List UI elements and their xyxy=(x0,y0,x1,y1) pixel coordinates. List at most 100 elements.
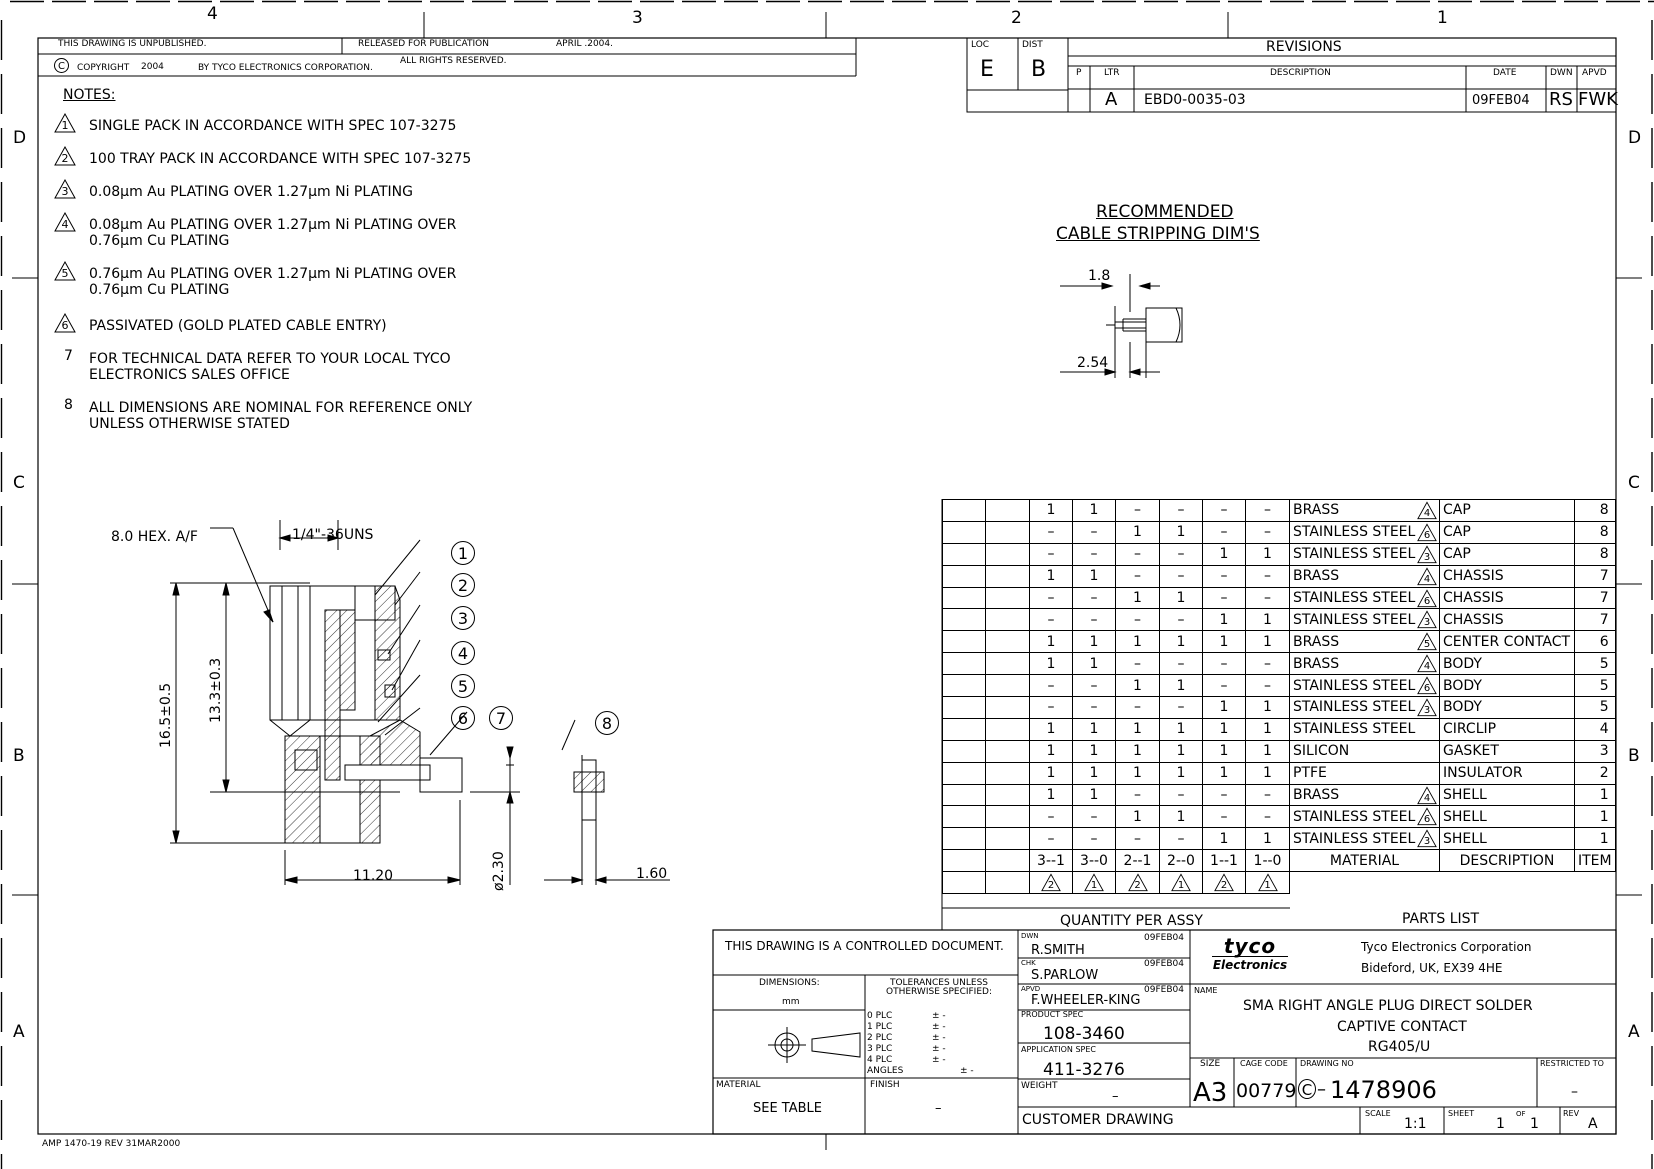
blank-cell xyxy=(942,849,986,873)
note-flag: 3 xyxy=(1417,545,1437,564)
height-inner-dimension: 13.3±0.3 xyxy=(208,657,224,723)
zone-left-a: A xyxy=(13,1022,25,1042)
qty-cell: 1 xyxy=(1072,783,1116,807)
blank-cell xyxy=(942,783,986,807)
blank-cell xyxy=(985,827,1030,851)
description-header: DESCRIPTION xyxy=(1439,849,1575,873)
note-flag: 4 xyxy=(1417,785,1437,805)
qty-cell: 1 xyxy=(1202,630,1246,654)
qty-cell: 1 xyxy=(1029,739,1073,763)
qty-cell: – xyxy=(1159,696,1203,719)
blank-cell xyxy=(985,674,1030,698)
zone-right-a: A xyxy=(1628,1022,1640,1042)
variant-header: 3--1 xyxy=(1029,849,1073,873)
qty-cell: – xyxy=(1029,520,1073,544)
sheet-value: 1 xyxy=(1496,1116,1505,1132)
notes-title: NOTES: xyxy=(63,87,116,103)
note-7-number: 7 xyxy=(64,348,73,364)
note-flag: 6 xyxy=(1417,588,1437,608)
drawing-no-label: DRAWING NO xyxy=(1300,1059,1354,1068)
qty-cell: 1 xyxy=(1159,739,1203,763)
qty-cell: 1 xyxy=(1159,674,1203,698)
qty-cell: – xyxy=(1202,499,1246,522)
qty-cell: 1 xyxy=(1029,499,1073,522)
thread-dimension: 1/4"-36UNS xyxy=(292,527,374,543)
qty-cell: 1 xyxy=(1029,652,1073,676)
scale-value: 1:1 xyxy=(1404,1116,1427,1132)
note-7-text: FOR TECHNICAL DATA REFER TO YOUR LOCAL T… xyxy=(89,351,451,367)
qty-cell: 1 xyxy=(1159,520,1203,544)
tol-4-plc: 4 PLC xyxy=(867,1055,893,1065)
material-text: BRASS xyxy=(1293,502,1340,519)
material-text: STAINLESS STEEL xyxy=(1293,699,1416,716)
zone-top-2: 2 xyxy=(1011,8,1022,28)
blank-cell xyxy=(942,871,986,895)
qty-cell: – xyxy=(1072,827,1116,851)
blank-cell xyxy=(985,696,1030,719)
description-cell: GASKET xyxy=(1439,739,1575,763)
material-text: STAINLESS STEEL xyxy=(1293,524,1416,541)
copyright-year: 2004 xyxy=(141,62,164,72)
variant-mark: 1 xyxy=(1072,871,1116,895)
balloon-1: 1 xyxy=(451,541,475,565)
qty-cell: 1 xyxy=(1202,717,1246,741)
material-text: STAINLESS STEEL xyxy=(1293,808,1416,825)
company-name: Tyco Electronics Corporation xyxy=(1361,940,1532,954)
dist-label: DIST xyxy=(1022,40,1043,50)
blank-cell xyxy=(985,739,1030,763)
angles-label: ANGLES xyxy=(867,1066,904,1076)
material-text: BRASS xyxy=(1293,568,1340,585)
cable-stripping-diagram xyxy=(1060,274,1183,378)
qty-cell: 1 xyxy=(1245,717,1290,741)
zone-top-1: 1 xyxy=(1437,8,1448,28)
description-cell: CENTER CONTACT xyxy=(1439,630,1575,654)
application-spec-label: APPLICATION SPEC xyxy=(1021,1045,1096,1054)
qty-cell: – xyxy=(1202,783,1246,807)
apvd-date: 09FEB04 xyxy=(1144,985,1184,995)
qty-cell: 1 xyxy=(1159,586,1203,610)
description-cell: CHASSIS xyxy=(1439,586,1575,610)
loc-value: E xyxy=(980,57,994,82)
description-cell: CAP xyxy=(1439,499,1575,522)
blank-cell xyxy=(942,499,986,522)
tol-1-plc: 1 PLC xyxy=(867,1022,893,1032)
blank-cell xyxy=(985,499,1030,522)
variant-header: 3--0 xyxy=(1072,849,1116,873)
dwn-name: R.SMITH xyxy=(1031,943,1085,958)
item-cell: 5 xyxy=(1574,652,1616,676)
qty-cell: – xyxy=(1245,674,1290,698)
tol-2-plc: 2 PLC xyxy=(867,1033,893,1043)
part-name-line-3: RG405/U xyxy=(1368,1039,1431,1055)
angles-value: ± - xyxy=(960,1066,974,1076)
rights-reserved: ALL RIGHTS RESERVED. xyxy=(400,56,507,66)
item-cell: 8 xyxy=(1574,520,1616,544)
note-4-text-2: 0.76µm Cu PLATING xyxy=(89,233,230,249)
tol-1-value: ± - xyxy=(932,1022,946,1032)
name-label: NAME xyxy=(1194,986,1218,995)
note-flag: 4 xyxy=(1417,567,1437,586)
stripping-dim-1: 1.8 xyxy=(1088,268,1111,284)
size-value: A3 xyxy=(1193,1078,1228,1108)
blank-cell xyxy=(985,520,1030,544)
stripping-dim-2: 2.54 xyxy=(1077,355,1109,371)
blank-cell xyxy=(942,520,986,544)
qty-cell: – xyxy=(1202,586,1246,610)
description-cell: CHASSIS xyxy=(1439,608,1575,632)
rev-dwn: RS xyxy=(1549,89,1573,110)
qty-cell: – xyxy=(1115,564,1160,588)
item-cell: 2 xyxy=(1574,761,1616,785)
note-2-flag: 2 xyxy=(54,146,76,166)
